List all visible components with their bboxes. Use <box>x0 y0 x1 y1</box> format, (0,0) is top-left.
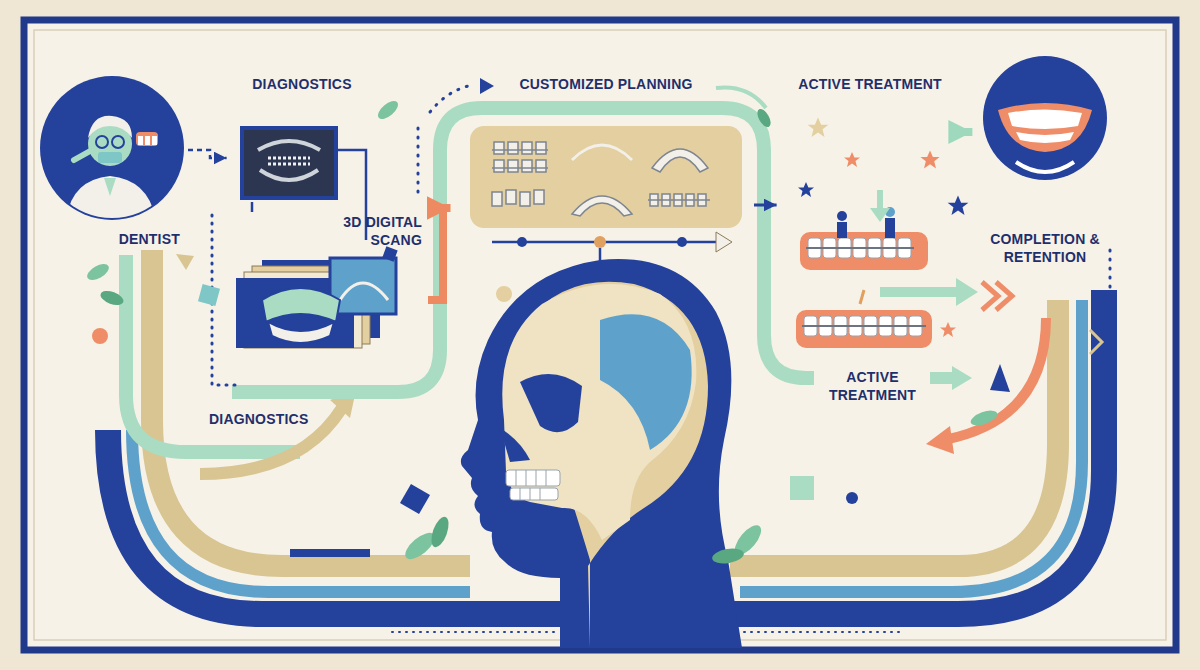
step-heading: COMPLETION & RETENTION <box>989 231 1101 266</box>
step-heading: DENTIST <box>119 231 180 249</box>
step-heading: ACTIVE TREATMENT <box>798 76 942 94</box>
step-heading: CUSTOMIZED PLANNING <box>519 76 692 94</box>
scan-stack: 3D DIGITAL SCANG <box>228 212 428 352</box>
flow-connector <box>754 204 777 207</box>
completion-circle: COMPLETION & RETENTION <box>982 54 1108 268</box>
step-heading: 3D DIGITAL SCANG <box>322 214 422 249</box>
band-label: DIAGNOSTICS <box>205 410 312 430</box>
band-label: ACTIVE TREATMENT <box>816 368 929 405</box>
dentist-circle: DENTIST <box>38 74 188 250</box>
step-heading: DIAGNOSTICS <box>252 76 351 94</box>
diagnostics-panel: DIAGNOSTICS <box>232 74 372 202</box>
flow-connector <box>428 208 451 300</box>
flow-connector <box>251 202 254 212</box>
planning-box: CUSTOMIZED PLANNING <box>458 74 754 234</box>
flow-connector <box>958 128 972 136</box>
flow-connector <box>188 150 227 158</box>
treatment-stage: ACTIVE TREATMENT <box>782 74 958 364</box>
